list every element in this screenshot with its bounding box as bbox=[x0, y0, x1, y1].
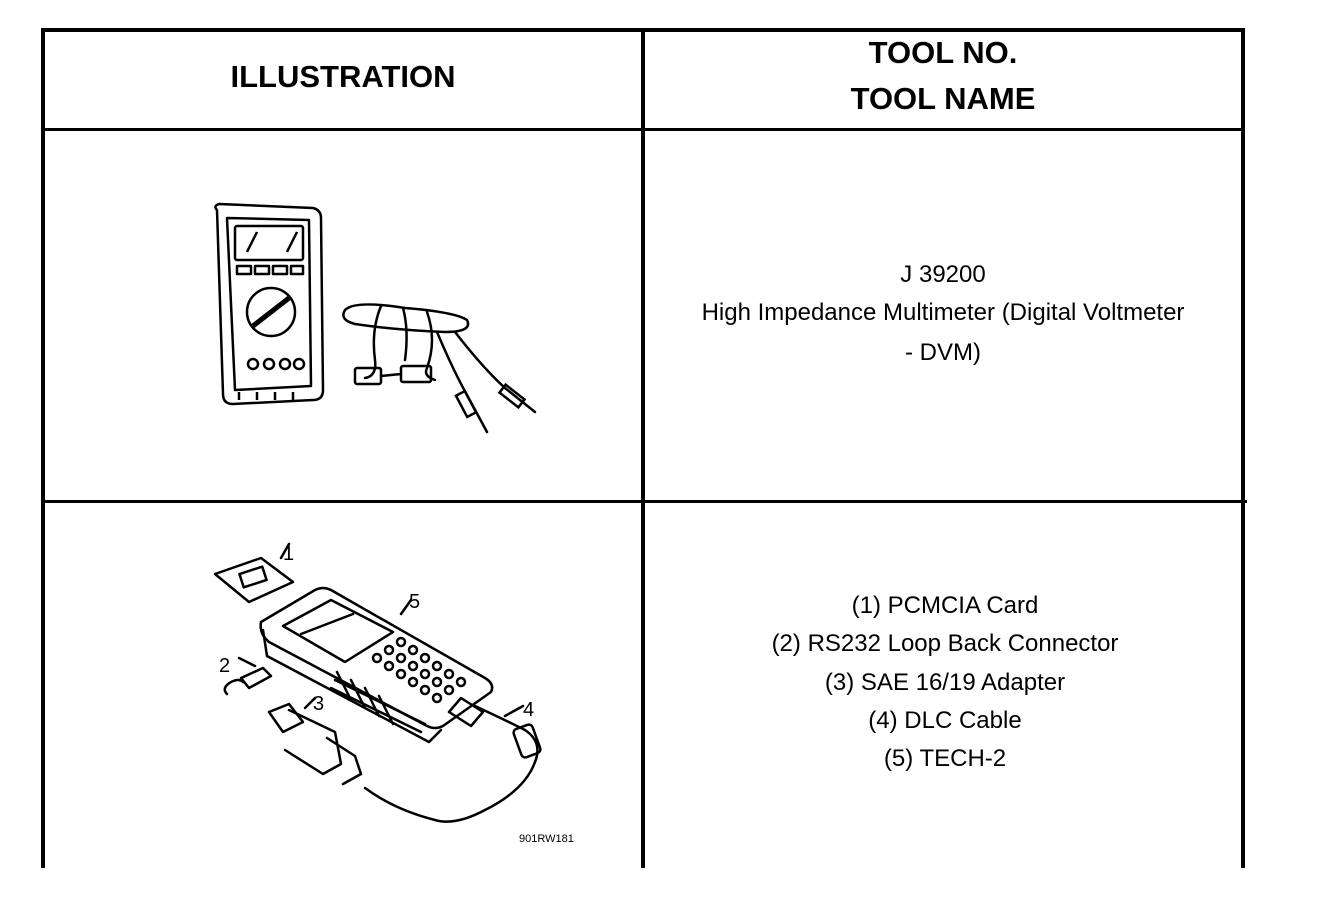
table-right-border bbox=[1241, 28, 1245, 868]
header-tool-name: TOOL NAME bbox=[850, 81, 1036, 116]
figure-code: 901RW181 bbox=[519, 833, 574, 845]
header-tool-no: TOOL NO. bbox=[868, 35, 1018, 70]
table-left-border bbox=[41, 28, 45, 868]
tech2-scanner-icon bbox=[259, 586, 494, 730]
dlc-cable-icon bbox=[363, 704, 539, 823]
row2-item-3: (3) SAE 16/19 Adapter bbox=[824, 669, 1066, 696]
row1-tool-number: J 39200 bbox=[900, 261, 986, 288]
row2-item-1: (1) PCMCIA Card bbox=[851, 592, 1039, 619]
callout-2: 2 bbox=[219, 655, 230, 677]
callout-3: 3 bbox=[313, 693, 324, 715]
callout-1: 1 bbox=[283, 543, 294, 565]
pcmcia-card-icon bbox=[213, 556, 295, 604]
row-divider bbox=[43, 500, 1247, 503]
loopback-connector-icon bbox=[239, 666, 273, 690]
callout-5: 5 bbox=[409, 591, 420, 613]
multimeter-illustration bbox=[214, 202, 537, 434]
row1-tool-name: High Impedance Multimeter (Digital Voltm… bbox=[701, 299, 1185, 326]
row2-item-2: (2) RS232 Loop Back Connector bbox=[771, 630, 1119, 657]
row2-item-5: (5) TECH-2 bbox=[883, 745, 1007, 772]
callout-4: 4 bbox=[523, 699, 534, 721]
header-illustration: ILLUSTRATION bbox=[230, 59, 456, 94]
tech2-kit-illustration: 1 2 3 4 5 901RW181 bbox=[213, 542, 574, 845]
sae-adapter-icon bbox=[267, 702, 305, 734]
column-divider bbox=[641, 28, 645, 868]
row1-tool-name-cont: - DVM) bbox=[905, 339, 981, 366]
row2-item-4: (4) DLC Cable bbox=[868, 707, 1022, 734]
